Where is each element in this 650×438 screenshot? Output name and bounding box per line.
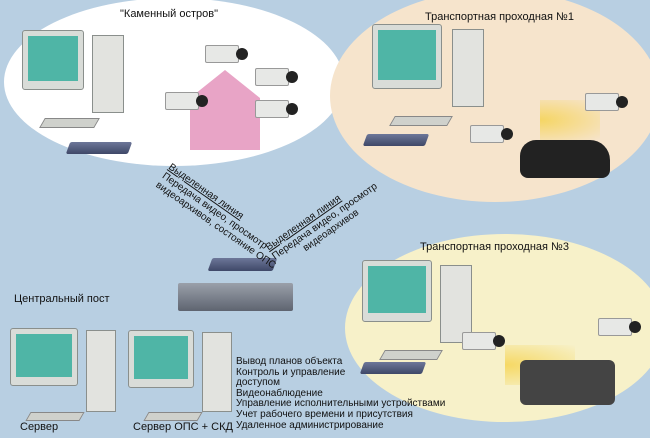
- server-label: Сервер: [20, 421, 59, 433]
- site-title-kamenny: "Каменный остров": [120, 8, 219, 20]
- truck-icon: [520, 360, 615, 405]
- site-title-central: Центральный пост: [14, 293, 110, 305]
- camera-icon: [255, 100, 298, 118]
- site-title-tp1: Транспортная проходная №1: [425, 11, 574, 23]
- site-title-tp3: Транспортная проходная №3: [420, 241, 569, 253]
- network-device: [362, 134, 430, 146]
- camera-icon: [585, 93, 628, 111]
- camera-icon: [255, 68, 298, 86]
- link-label-left: Выделенная линия Передача видео, просмот…: [153, 161, 278, 272]
- server-ops-label: Сервер ОПС + СКД: [133, 421, 233, 433]
- camera-icon: [470, 125, 513, 143]
- central-switch: [178, 283, 293, 311]
- functions-list: Вывод планов объекта Контроль и управлен…: [236, 356, 446, 431]
- car-icon: [520, 140, 610, 178]
- link-label-right: Выделенная линия Передача видео, просмот…: [263, 180, 380, 263]
- camera-icon: [598, 318, 641, 336]
- camera-icon: [462, 332, 505, 350]
- network-device: [65, 142, 133, 154]
- camera-icon: [205, 45, 248, 63]
- camera-icon: [165, 92, 208, 110]
